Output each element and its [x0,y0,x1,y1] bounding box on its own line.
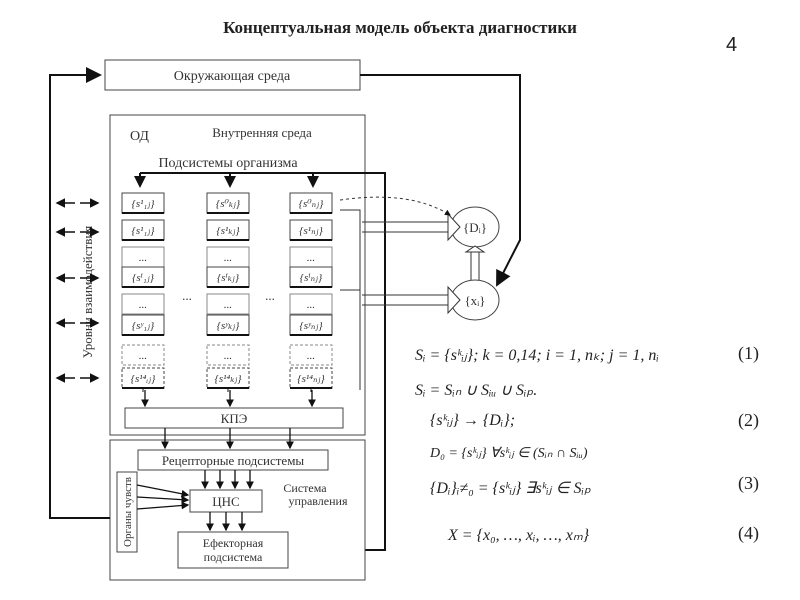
formula-3-num: (3) [738,473,759,493]
column-connector [340,209,361,390]
between-ellipsis-2: ... [265,288,275,303]
control-label-2: управления [289,494,348,508]
page-number: 4 [726,34,738,56]
kpe-label: КПЭ [221,411,248,426]
formula-1: Sᵢ = {sᵏᵢⱼ}; k = 0,14; i = 1, nₖ; j = 1,… [415,347,659,364]
effector-box [177,531,289,569]
effector-label-1: Ефекторная [203,536,264,550]
receptor-label: Рецепторные подсистемы [162,453,305,468]
subsystem-gap-cell [121,293,165,315]
level-arrows [55,198,100,383]
subsystem-cell-label: {s¹⁴ᵢⱼ} [131,373,156,385]
environment-box [104,59,361,91]
od-label: ОД [130,129,149,144]
formula-2b: D₀ = {sᵏᵢⱼ} ∀sᵏᵢⱼ ∈ (Sᵢₙ ∩ Sᵢᵤ) [430,446,588,461]
formula-4-num: (4) [738,523,759,543]
subsystem-cell-label: {sʸₖⱼ} [217,320,240,332]
inner-env-label: Внутренняя среда [212,125,312,140]
subsystem-cell-label: {s¹ₖⱼ} [216,225,240,237]
d-node-label: {Dᵢ} [463,220,487,235]
subsystem-cell-label: {s¹⁴ₖⱼ} [214,373,242,385]
subsystem-cell-label: ... [307,252,315,264]
subsystem-cell-label: ... [224,350,232,362]
cns-label: ЦНС [212,494,239,509]
subsystem-columns: {s¹₁ⱼ} {s¹₁ⱼ}... {sⁱ₁ⱼ}... {sʸ₁ⱼ}... {s¹⁴ᵢⱼ}… [121,192,361,392]
subsystem-cell-label: ... [224,299,232,311]
subsystem-cell-label: ... [307,350,315,362]
subsystems-label: Подсистемы организма [158,156,298,171]
formula-1-num: (1) [738,343,759,363]
subsystem-cell-label: {s¹ₙⱼ} [299,225,323,237]
effector-label-2: подсистема [204,550,263,564]
levels-label: Уровни взаимодействия [80,226,95,359]
formula-3: {Dᵢ}ᵢ≠₀ = {sᵏᵢⱼ} ∃sᵏᵢⱼ ∈ Sᵢₚ [430,480,591,497]
senses-box [116,471,138,553]
subsystem-gap-cell [289,293,333,315]
subsystem-cell-label: {sʸₙⱼ} [299,320,323,332]
receptor-box [137,449,329,471]
subsystem-gap-cell [121,344,165,366]
environment-label: Окружающая среда [174,69,291,84]
formula-1b: Sᵢ = Sᵢₙ ∪ Sᵢᵤ ∪ Sᵢₚ. [415,382,538,399]
subsystem-gap-cell [206,293,250,315]
subsystem-cell-label: {s¹₁ⱼ} [131,225,155,237]
control-label-1: Система [283,481,327,495]
subsystem-cell-label: ... [139,252,147,264]
subsystem-cell-label: {s¹⁴ₙⱼ} [297,373,325,385]
kpe-box [124,407,344,429]
subsystem-cell-label: {sⁱₖⱼ} [217,272,240,284]
subsystem-cell-label: ... [307,299,315,311]
subsystem-cell-label: {sⁱₙⱼ} [300,272,323,284]
subsystem-cell-label: {s¹₁ⱼ} [131,198,155,210]
subsystem-cell-label: {sʸ₁ⱼ} [132,320,155,332]
subsystem-gap-cell [289,344,333,366]
formula-2: {sᵏᵢⱼ} → {Dᵢ}; [430,412,516,429]
subsystem-cell-label: ... [139,350,147,362]
subsystem-cell-label: ... [224,252,232,264]
between-ellipsis-1: ... [182,288,192,303]
subsystem-cell-label: {sⁱ₁ⱼ} [132,272,155,284]
formula-2-num: (2) [738,410,759,430]
subsystem-cell-label: {s⁰ₖⱼ} [216,198,241,210]
formula-4: X = {x₀, …, xᵢ, …, xₘ} [448,527,590,544]
subsystem-gap-cell [206,344,250,366]
subsystem-cell-label: {s⁰ₙⱼ} [299,198,324,210]
page-title: Концептуальная модель объекта диагностик… [223,18,577,37]
x-node-label: {xᵢ} [464,293,485,308]
senses-label: Органы чувств [122,477,134,547]
subsystem-cell-label: ... [139,299,147,311]
